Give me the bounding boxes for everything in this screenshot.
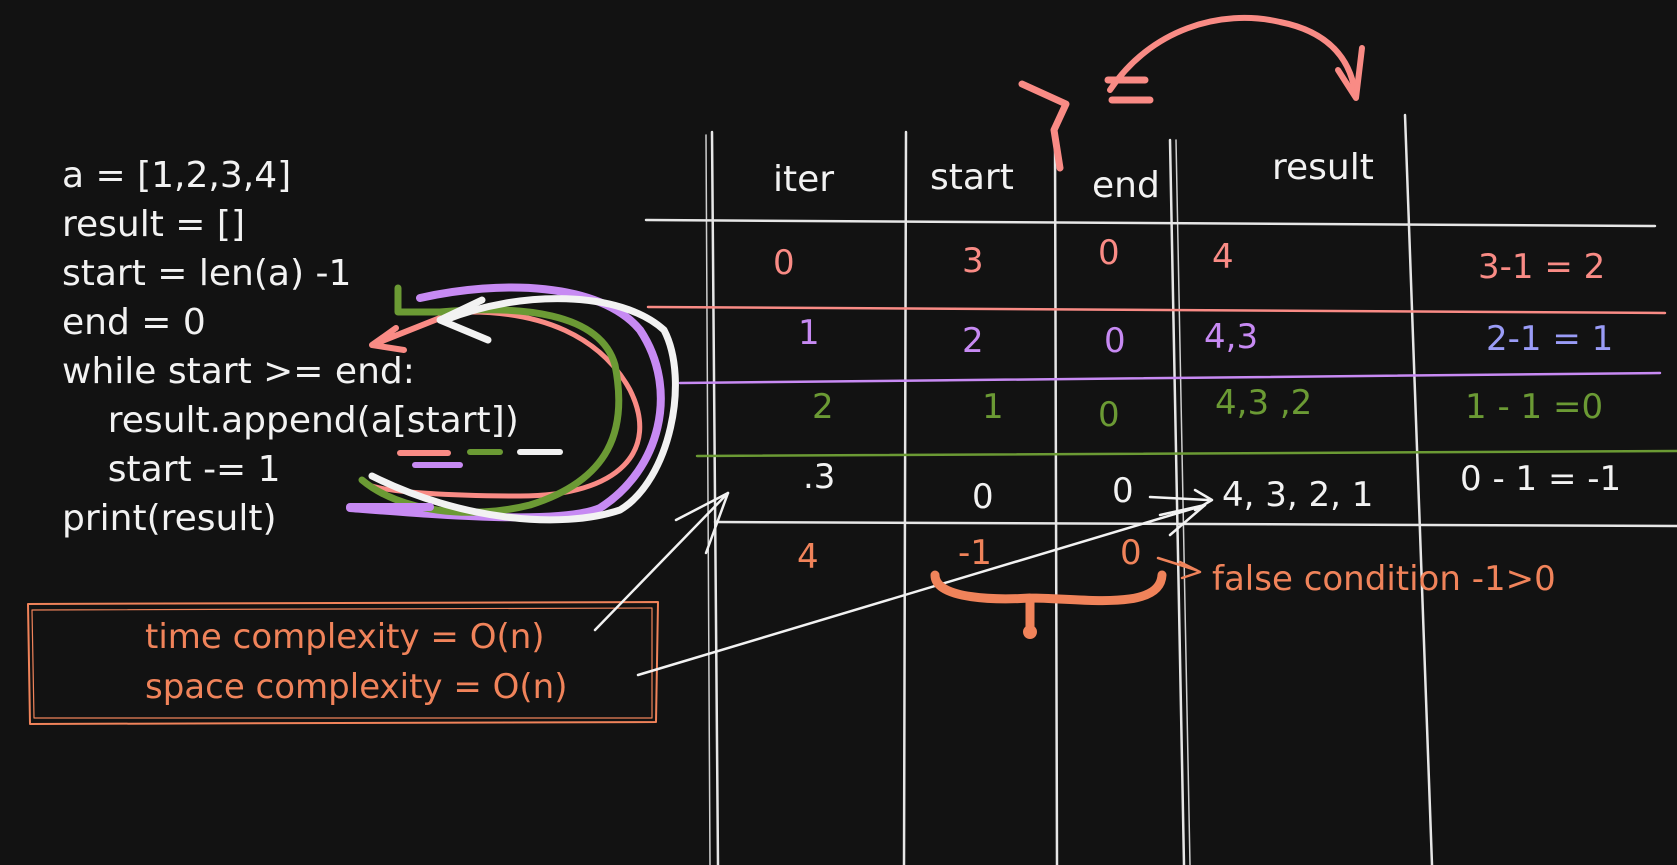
table-column-line [1168,138,1186,865]
code-line: print(result) [62,498,277,539]
row-0-start: 3 [962,241,984,281]
row-3-end: 0 [1112,471,1134,511]
false-condition-note: false condition -1>0 [1212,559,1556,599]
curly-brace-dot [1023,625,1037,639]
operator-note: >= [1032,102,1034,103]
code-line: result = [] [62,204,245,245]
row-4-start: -1 [958,533,992,573]
swap-arrow-head [1335,45,1365,101]
table-column-line [902,130,908,865]
complexity-box [27,601,659,725]
code-line: start = len(a) -1 [62,253,352,294]
row-1-start: 2 [962,321,984,361]
header-iter: iter [773,159,835,200]
loop-arrow-salmon [369,309,643,499]
loop-arrow-green [358,284,623,516]
loop-arrow-white [368,295,679,524]
row-1-iter: 1 [798,313,820,353]
row-3-start: 0 [972,477,994,517]
table-row-line [713,520,1677,528]
table-row-line [695,449,1677,458]
row-0-calc: 3-1 = 2 [1478,247,1606,287]
code-line: result.append(a[start]) [62,400,519,441]
code-line: end = 0 [62,302,206,343]
pointer-arrow [593,491,730,632]
code-line: a = [1,2,3,4] [62,155,292,196]
loop-arrow-salmon-head [369,315,443,353]
code-line: start -= 1 [62,449,281,490]
table-row-line [646,305,1667,315]
header-end: end [1092,165,1160,206]
row-0-iter: 0 [773,243,795,283]
space-complexity-text: space complexity = O(n) [145,667,568,707]
pointer-arrow-head [1178,560,1202,580]
row-2-result: 4,3 ,2 [1215,383,1313,423]
gte-symbol [1018,80,1070,172]
row-1-end: 0 [1104,321,1126,361]
row-3-calc: 0 - 1 = -1 [1460,459,1622,499]
row-2-start: 1 [982,387,1004,427]
row-2-calc: 1 - 1 =0 [1465,387,1604,427]
table-column-line [1175,139,1191,865]
row-3-result: 4, 3, 2, 1 [1222,475,1374,515]
loop-arrow-white-head [436,296,492,344]
row-4-end: 0 [1120,533,1142,573]
time-complexity-text: time complexity = O(n) [145,617,545,657]
row-1-calc: 2-1 = 1 [1486,319,1614,359]
code-line: while start >= end: [62,351,415,392]
gte-symbol [1104,76,1154,104]
table-column-line [1403,113,1434,865]
row-2-iter: 2 [812,387,834,427]
row-0-end: 0 [1098,233,1120,273]
pointer-arrow-head [1193,488,1214,512]
table-header-line [644,218,1657,228]
row-4-iter: 4 [797,537,819,577]
table-column-line [1053,138,1059,865]
pointer-arrow [636,503,1207,677]
header-result: result [1272,147,1374,188]
header-start: start [930,157,1014,198]
row-2-end: 0 [1098,395,1120,435]
curly-brace [930,570,1167,637]
row-1-result: 4,3 [1204,317,1259,357]
table-column-line [705,134,711,865]
pointer-arrow [1148,495,1210,502]
row-0-result: 4 [1212,237,1234,277]
complexity-box [31,607,653,719]
row-3-iter: .3 [803,457,836,497]
pointer-arrow-head [674,491,730,555]
table-row-line [678,371,1662,385]
swap-arrow [1107,14,1358,95]
